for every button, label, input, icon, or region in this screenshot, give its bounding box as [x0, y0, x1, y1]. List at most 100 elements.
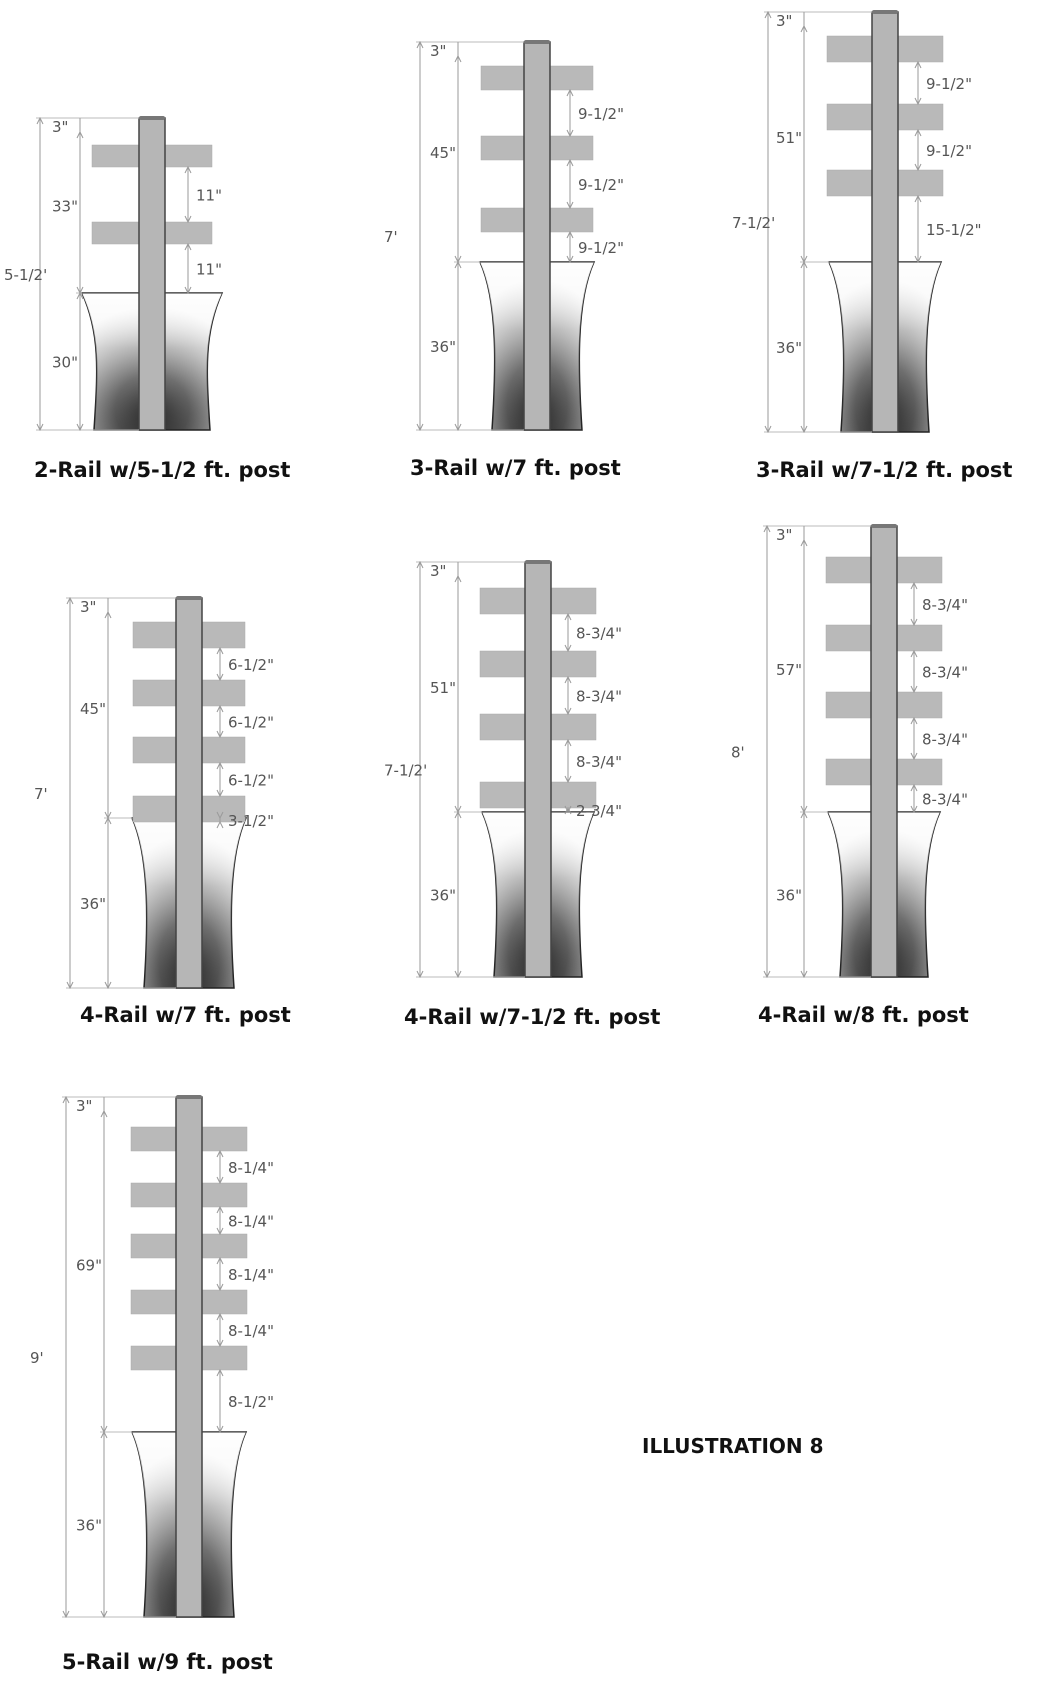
below-ground-dimension-arrow-top	[454, 260, 462, 269]
fence-diagram-5: 7-1/2'51"36"3"8-3/4"8-3/4"8-3/4"2-3/4"	[384, 560, 622, 979]
total-height-dimension-arrow-top	[763, 524, 771, 533]
post-cap	[872, 10, 898, 14]
rail-gap-dimension-arrow-top	[914, 194, 922, 203]
below-ground-label: 30"	[52, 354, 78, 372]
total-height-label: 7-1/2'	[732, 214, 775, 232]
below-ground-dimension-arrow-top	[800, 810, 808, 819]
fence-post	[524, 561, 552, 978]
total-height-dimension-arrow-bottom	[416, 970, 424, 979]
rail-gap-dimension-arrow-top	[216, 1256, 224, 1265]
rail-gap-dimension-arrow-top	[914, 60, 922, 69]
top-offset-label: 3"	[430, 562, 446, 580]
rail-gap-label: 6-1/2"	[228, 714, 274, 732]
post-cap	[139, 116, 165, 120]
rail-gap-dimension-arrow-bottom	[564, 775, 572, 784]
rail-gap-dimension-arrow-bottom	[564, 707, 572, 716]
rail-gap-dimension-arrow-bottom	[910, 618, 918, 627]
above-ground-label: 57"	[776, 661, 802, 679]
total-height-dimension-arrow-top	[764, 10, 772, 19]
fence-diagram-6: 8'57"36"3"8-3/4"8-3/4"8-3/4"8-3/4"	[731, 524, 968, 979]
rail-gap-label: 8-1/4"	[228, 1159, 274, 1177]
above-ground-label: 45"	[80, 700, 106, 718]
rail-gap-dimension-arrow-bottom	[216, 1425, 224, 1434]
total-height-label: 7-1/2'	[384, 762, 427, 780]
rail-gap-dimension-arrow-top	[566, 230, 574, 239]
post-cap	[525, 560, 551, 564]
rail-gap-dimension-arrow-top	[216, 1368, 224, 1377]
rail-gap-dimension-arrow-bottom	[910, 805, 918, 814]
above-ground-label: 51"	[430, 679, 456, 697]
rail-gap-label: 9-1/2"	[926, 142, 972, 160]
rail-gap-label: 8-1/4"	[228, 1266, 274, 1284]
rail-gap-dimension-arrow-top	[216, 646, 224, 655]
rail-gap-dimension-arrow-bottom	[184, 215, 192, 224]
rail-gap-label: 9-1/2"	[926, 75, 972, 93]
rail-gap-dimension-arrow-top	[216, 820, 224, 829]
post-cap	[176, 596, 202, 600]
total-height-dimension-arrow-bottom	[66, 981, 74, 990]
rail-gap-label: 8-1/2"	[228, 1393, 274, 1411]
rail-gap-label: 9-1/2"	[578, 176, 624, 194]
rail-gap-dimension-arrow-top	[910, 581, 918, 590]
caption-7: 5-Rail w/9 ft. post	[62, 1650, 273, 1674]
fence-diagram-1: 5-1/2'33"30"3"11"11"	[4, 116, 224, 432]
total-height-dimension-arrow-top	[36, 116, 44, 125]
top-offset-label: 3"	[430, 42, 446, 60]
rail-gap-dimension-arrow-bottom	[216, 673, 224, 682]
below-ground-label: 36"	[776, 887, 802, 905]
fence-post	[523, 41, 551, 431]
top-offset-label: 3"	[76, 1097, 92, 1115]
rail-gap-dimension-arrow-top	[216, 704, 224, 713]
post-cap	[176, 1095, 202, 1099]
rail-gap-dimension-arrow-top	[216, 761, 224, 770]
fence-post	[175, 1096, 203, 1618]
fence-diagram-7: 9'69"36"3"8-1/4"8-1/4"8-1/4"8-1/4"8-1/2"	[30, 1095, 274, 1619]
above-ground-label: 51"	[776, 129, 802, 147]
below-ground-dimension-arrow-top	[100, 1430, 108, 1439]
total-height-dimension-arrow-top	[416, 40, 424, 49]
below-ground-dimension-arrow-bottom	[800, 970, 808, 979]
total-height-label: 8'	[731, 744, 745, 762]
total-height-dimension-arrow-bottom	[62, 1610, 70, 1619]
rail-gap-dimension-arrow-bottom	[566, 201, 574, 210]
rail-gap-dimension-arrow-bottom	[910, 752, 918, 761]
total-height-dimension-arrow-bottom	[764, 425, 772, 434]
rail-gap-label: 2-3/4"	[576, 802, 622, 820]
rail-gap-dimension-arrow-bottom	[914, 97, 922, 106]
illustration-title: ILLUSTRATION 8	[642, 1434, 824, 1458]
rail-gap-label: 8-3/4"	[576, 688, 622, 706]
rail-gap-dimension-arrow-bottom	[216, 730, 224, 739]
rail-gap-dimension-arrow-bottom	[216, 1283, 224, 1292]
below-ground-dimension-arrow-top	[454, 810, 462, 819]
total-height-dimension-arrow-bottom	[36, 423, 44, 432]
fence-diagram-4: 7'45"36"3"6-1/2"6-1/2"6-1/2"3-1/2"	[34, 596, 274, 990]
top-offset-label: 3"	[52, 118, 68, 136]
fence-post	[138, 117, 166, 431]
rail-gap-dimension-arrow-top	[216, 1312, 224, 1321]
rail-gap-dimension-arrow-top	[184, 242, 192, 251]
above-ground-label: 69"	[76, 1257, 102, 1275]
above-ground-label: 33"	[52, 198, 78, 216]
below-ground-dimension-arrow-bottom	[454, 970, 462, 979]
rail-gap-dimension-arrow-bottom	[566, 255, 574, 264]
rail-gap-dimension-arrow-top	[914, 128, 922, 137]
post-cap	[524, 40, 550, 44]
rail-gap-label: 6-1/2"	[228, 772, 274, 790]
rail-gap-dimension-arrow-top	[910, 716, 918, 725]
rail-gap-dimension-arrow-bottom	[564, 644, 572, 653]
rail-gap-dimension-arrow-bottom	[914, 163, 922, 172]
rail-gap-dimension-arrow-top	[564, 806, 572, 815]
total-height-label: 7'	[34, 785, 48, 803]
below-ground-dimension-arrow-bottom	[104, 981, 112, 990]
caption-3: 3-Rail w/7-1/2 ft. post	[756, 458, 1013, 482]
post-cap	[871, 524, 897, 528]
rail-gap-dimension-arrow-bottom	[216, 1339, 224, 1348]
below-ground-label: 36"	[430, 887, 456, 905]
rail-gap-dimension-arrow-top	[216, 1149, 224, 1158]
total-height-label: 5-1/2'	[4, 266, 47, 284]
caption-1: 2-Rail w/5-1/2 ft. post	[34, 458, 291, 482]
rail-gap-dimension-arrow-top	[566, 88, 574, 97]
rail-gap-dimension-arrow-top	[910, 649, 918, 658]
total-height-dimension-arrow-bottom	[763, 970, 771, 979]
